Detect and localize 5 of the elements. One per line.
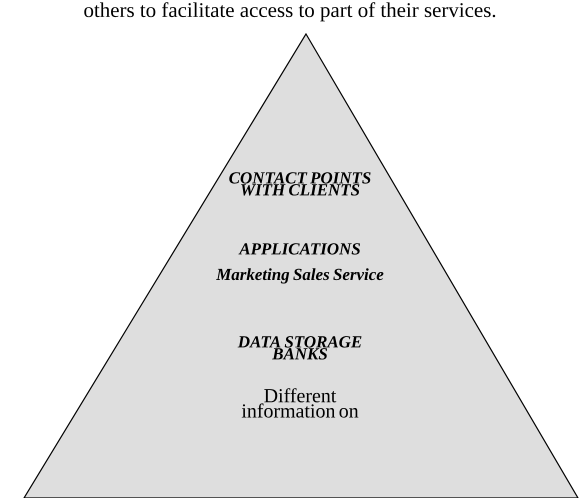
heading-text: CONTACT POINTS WITH CLIENTS <box>229 172 371 196</box>
body-text: Different information on <box>242 388 358 418</box>
heading-text: DATA STORAGE BANKS <box>238 336 362 360</box>
item-text: Marketing Sales Service <box>216 268 384 284</box>
heading-text: APPLICATIONS <box>238 243 360 255</box>
